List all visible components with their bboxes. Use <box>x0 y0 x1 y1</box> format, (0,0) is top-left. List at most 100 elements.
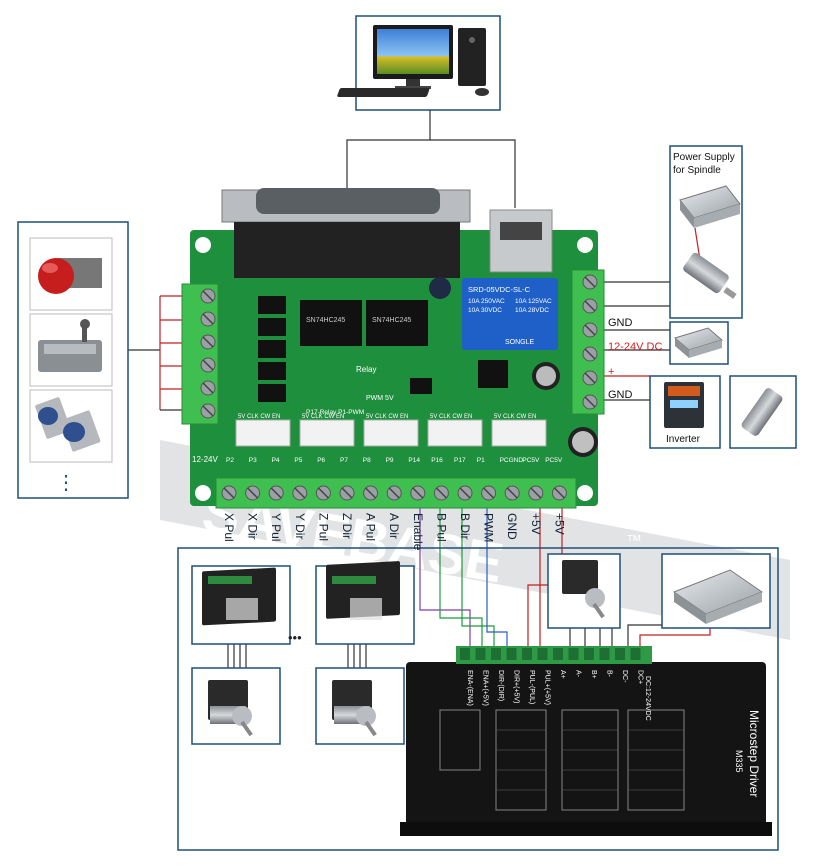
computer-box <box>337 15 501 111</box>
driver-pin-label: ENA-(ENA) <box>466 670 473 706</box>
relay-model: SRD-05VDC-SL-C <box>468 285 531 294</box>
motor-header-label: 5V CLK CW EN <box>430 414 472 420</box>
relay-rating-4: 10A 28VDC <box>515 307 549 314</box>
pin-label: P2 <box>226 457 234 464</box>
relay-rating-2: 10A 30VDC <box>468 307 502 314</box>
header-silkscreen: P17-Relay P1-PWM <box>306 409 364 416</box>
stepper-motor-box <box>547 553 621 629</box>
motor-header <box>363 419 419 447</box>
spindle-icon <box>683 252 737 299</box>
pin-label: P17 <box>454 457 466 464</box>
pin-label: P8 <box>363 457 371 464</box>
inverter-label: Inverter <box>666 434 701 445</box>
gnd-label-1: GND <box>608 317 633 329</box>
terminal-label: Enable <box>410 513 425 551</box>
terminal-label: A Dir <box>387 513 402 540</box>
bottom-terminal-block <box>215 477 577 509</box>
driver-box-1 <box>191 565 291 645</box>
gnd-label-2: GND <box>608 389 633 401</box>
terminal-label: Y Dir <box>292 513 307 540</box>
driver-dc-rating: DC:12-24VDC <box>644 676 651 721</box>
left-terminal-block <box>181 283 219 425</box>
inverter-icon <box>664 382 704 428</box>
relay-rating-1: 10A 250VAC <box>468 298 505 305</box>
spindle-power-box: Power Supply for Spindle <box>669 145 743 319</box>
driver-pin-label: DIR+(+5V) <box>513 670 520 703</box>
inverter-spindle-icon <box>741 388 783 436</box>
terminal-label: +5V <box>528 513 543 535</box>
pin-label: P1 <box>477 457 485 464</box>
driver-pin-label: PUL-(PUL) <box>528 670 535 704</box>
pin-label: P14 <box>408 457 420 464</box>
more-drivers-ellipsis: ••• <box>288 630 302 645</box>
dc-supply-icon <box>673 327 724 358</box>
driver-spec-tables <box>439 709 685 811</box>
terminal-label: A Pul <box>363 513 378 542</box>
driver-pin-label: A- <box>575 670 582 678</box>
relay: SRD-05VDC-SL-C 10A 250VAC 10A 30VDC 10A … <box>462 278 558 350</box>
limit-switch-icon <box>38 319 102 372</box>
driver-supply-box <box>661 553 771 629</box>
pin-label: P16 <box>431 457 443 464</box>
motor-system-frame <box>177 547 779 851</box>
breakout-board: SRD-05VDC-SL-C 10A 250VAC 10A 30VDC 10A … <box>181 188 605 509</box>
inverter-box: Inverter <box>649 375 721 449</box>
motor-header <box>427 419 483 447</box>
chip-label-2: SN74HC245 <box>372 317 411 324</box>
pin-label: P4 <box>272 457 280 464</box>
driver-title: Microstep Driver <box>747 710 761 797</box>
motor-header <box>491 419 547 447</box>
driver-pin-label: B+ <box>590 670 597 679</box>
pin-label: P6 <box>317 457 325 464</box>
pin-label: P7 <box>340 457 348 464</box>
power-supply-title-1: Power Supply <box>673 152 735 163</box>
terminal-label: Z Pul <box>316 513 331 542</box>
chip-label-1: SN74HC245 <box>306 317 345 324</box>
motor-box-1 <box>191 667 281 745</box>
relay-silkscreen: Relay <box>356 365 376 374</box>
dc-supply-box <box>669 321 729 365</box>
pin-label: PC5V <box>545 457 563 464</box>
terminal-label: Y Pul <box>269 513 284 542</box>
relay-brand: SONGLE <box>505 339 535 346</box>
terminal-label: X Dir <box>245 513 260 540</box>
plus-label: + <box>608 366 615 378</box>
right-terminal-block <box>571 269 605 415</box>
usb-connector <box>489 209 553 273</box>
pin-label: P3 <box>249 457 257 464</box>
terminal-label: B Dir <box>458 513 472 540</box>
terminal-label: Z Dir <box>340 513 354 539</box>
more-inputs-ellipsis: ⋮ <box>56 472 76 494</box>
driver-pin-label: PUL+(+5V) <box>544 670 551 705</box>
driver-box-2 <box>315 561 415 645</box>
wiring-lines <box>128 110 711 670</box>
microstep-driver: ENA-(ENA)ENA+(+5V)DIR-(DIR)DIR+(+5V)PUL-… <box>400 646 772 836</box>
motor-header-label: 5V CLK CW EN <box>238 414 280 420</box>
terminal-label: B Pul <box>434 513 449 542</box>
watermark-tm: ™ <box>626 533 642 550</box>
db25-connector <box>221 188 471 278</box>
pin-label: PCGND <box>500 457 524 464</box>
board-silkscreen: Relay PWM 5V P17-Relay P1-PWM 12-24V <box>192 365 394 464</box>
power-supply-icon <box>679 185 741 228</box>
power-silkscreen: 12-24V <box>192 455 218 464</box>
emergency-stop-icon <box>38 258 102 294</box>
relay-rating-3: 10A 125VAC <box>515 298 552 305</box>
pin-label: P5 <box>294 457 302 464</box>
power-supply-title-2: for Spindle <box>673 165 721 176</box>
driver-pin-label: DC+ <box>637 670 644 684</box>
dc-voltage-label: 12-24V DC <box>608 341 663 353</box>
driver-pin-label: DC- <box>621 670 628 683</box>
motor-box-2 <box>315 667 405 745</box>
driver-model: M335 <box>734 750 744 773</box>
capacitors <box>429 277 598 457</box>
terminal-label: X Pul <box>222 513 236 542</box>
pin-label: P9 <box>386 457 394 464</box>
pin-label: PC5V <box>522 457 540 464</box>
motor-header <box>299 419 355 447</box>
inverter-spindle-box <box>729 375 797 449</box>
